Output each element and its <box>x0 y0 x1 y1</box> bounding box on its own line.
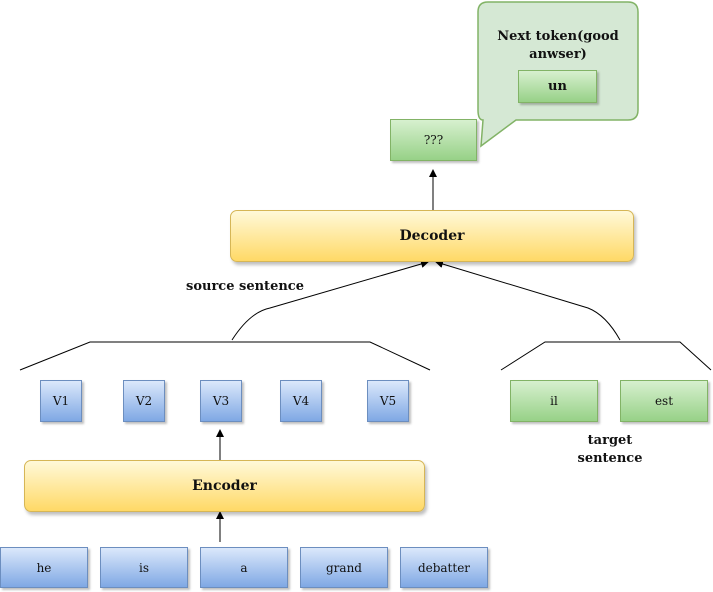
vector-v3: V3 <box>200 380 242 422</box>
target-token-est: est <box>620 380 708 422</box>
target-to-decoder-edge <box>435 260 621 341</box>
input-token-grand: grand <box>300 547 388 588</box>
output-token-box: ??? <box>390 119 477 161</box>
decoder-block: Decoder <box>230 210 634 262</box>
input-token-he: he <box>0 547 88 588</box>
target-sentence-label: target sentence <box>577 433 643 466</box>
vector-v4: V4 <box>280 380 322 422</box>
source-to-decoder-edge <box>231 260 429 341</box>
input-token-is: is <box>100 547 188 588</box>
vector-v1: V1 <box>40 380 82 422</box>
callout-token-un: un <box>518 70 597 103</box>
callout-title: Next token(good anwser) <box>497 29 619 62</box>
source-sentence-label: source sentence <box>186 279 304 294</box>
input-token-debatter: debatter <box>400 547 488 588</box>
vector-v5: V5 <box>367 380 409 422</box>
input-token-a: a <box>200 547 288 588</box>
encoder-block: Encoder <box>24 460 425 512</box>
target-brace <box>500 341 712 371</box>
vector-v2: V2 <box>123 380 165 422</box>
source-brace <box>19 341 431 371</box>
target-token-il: il <box>510 380 598 422</box>
